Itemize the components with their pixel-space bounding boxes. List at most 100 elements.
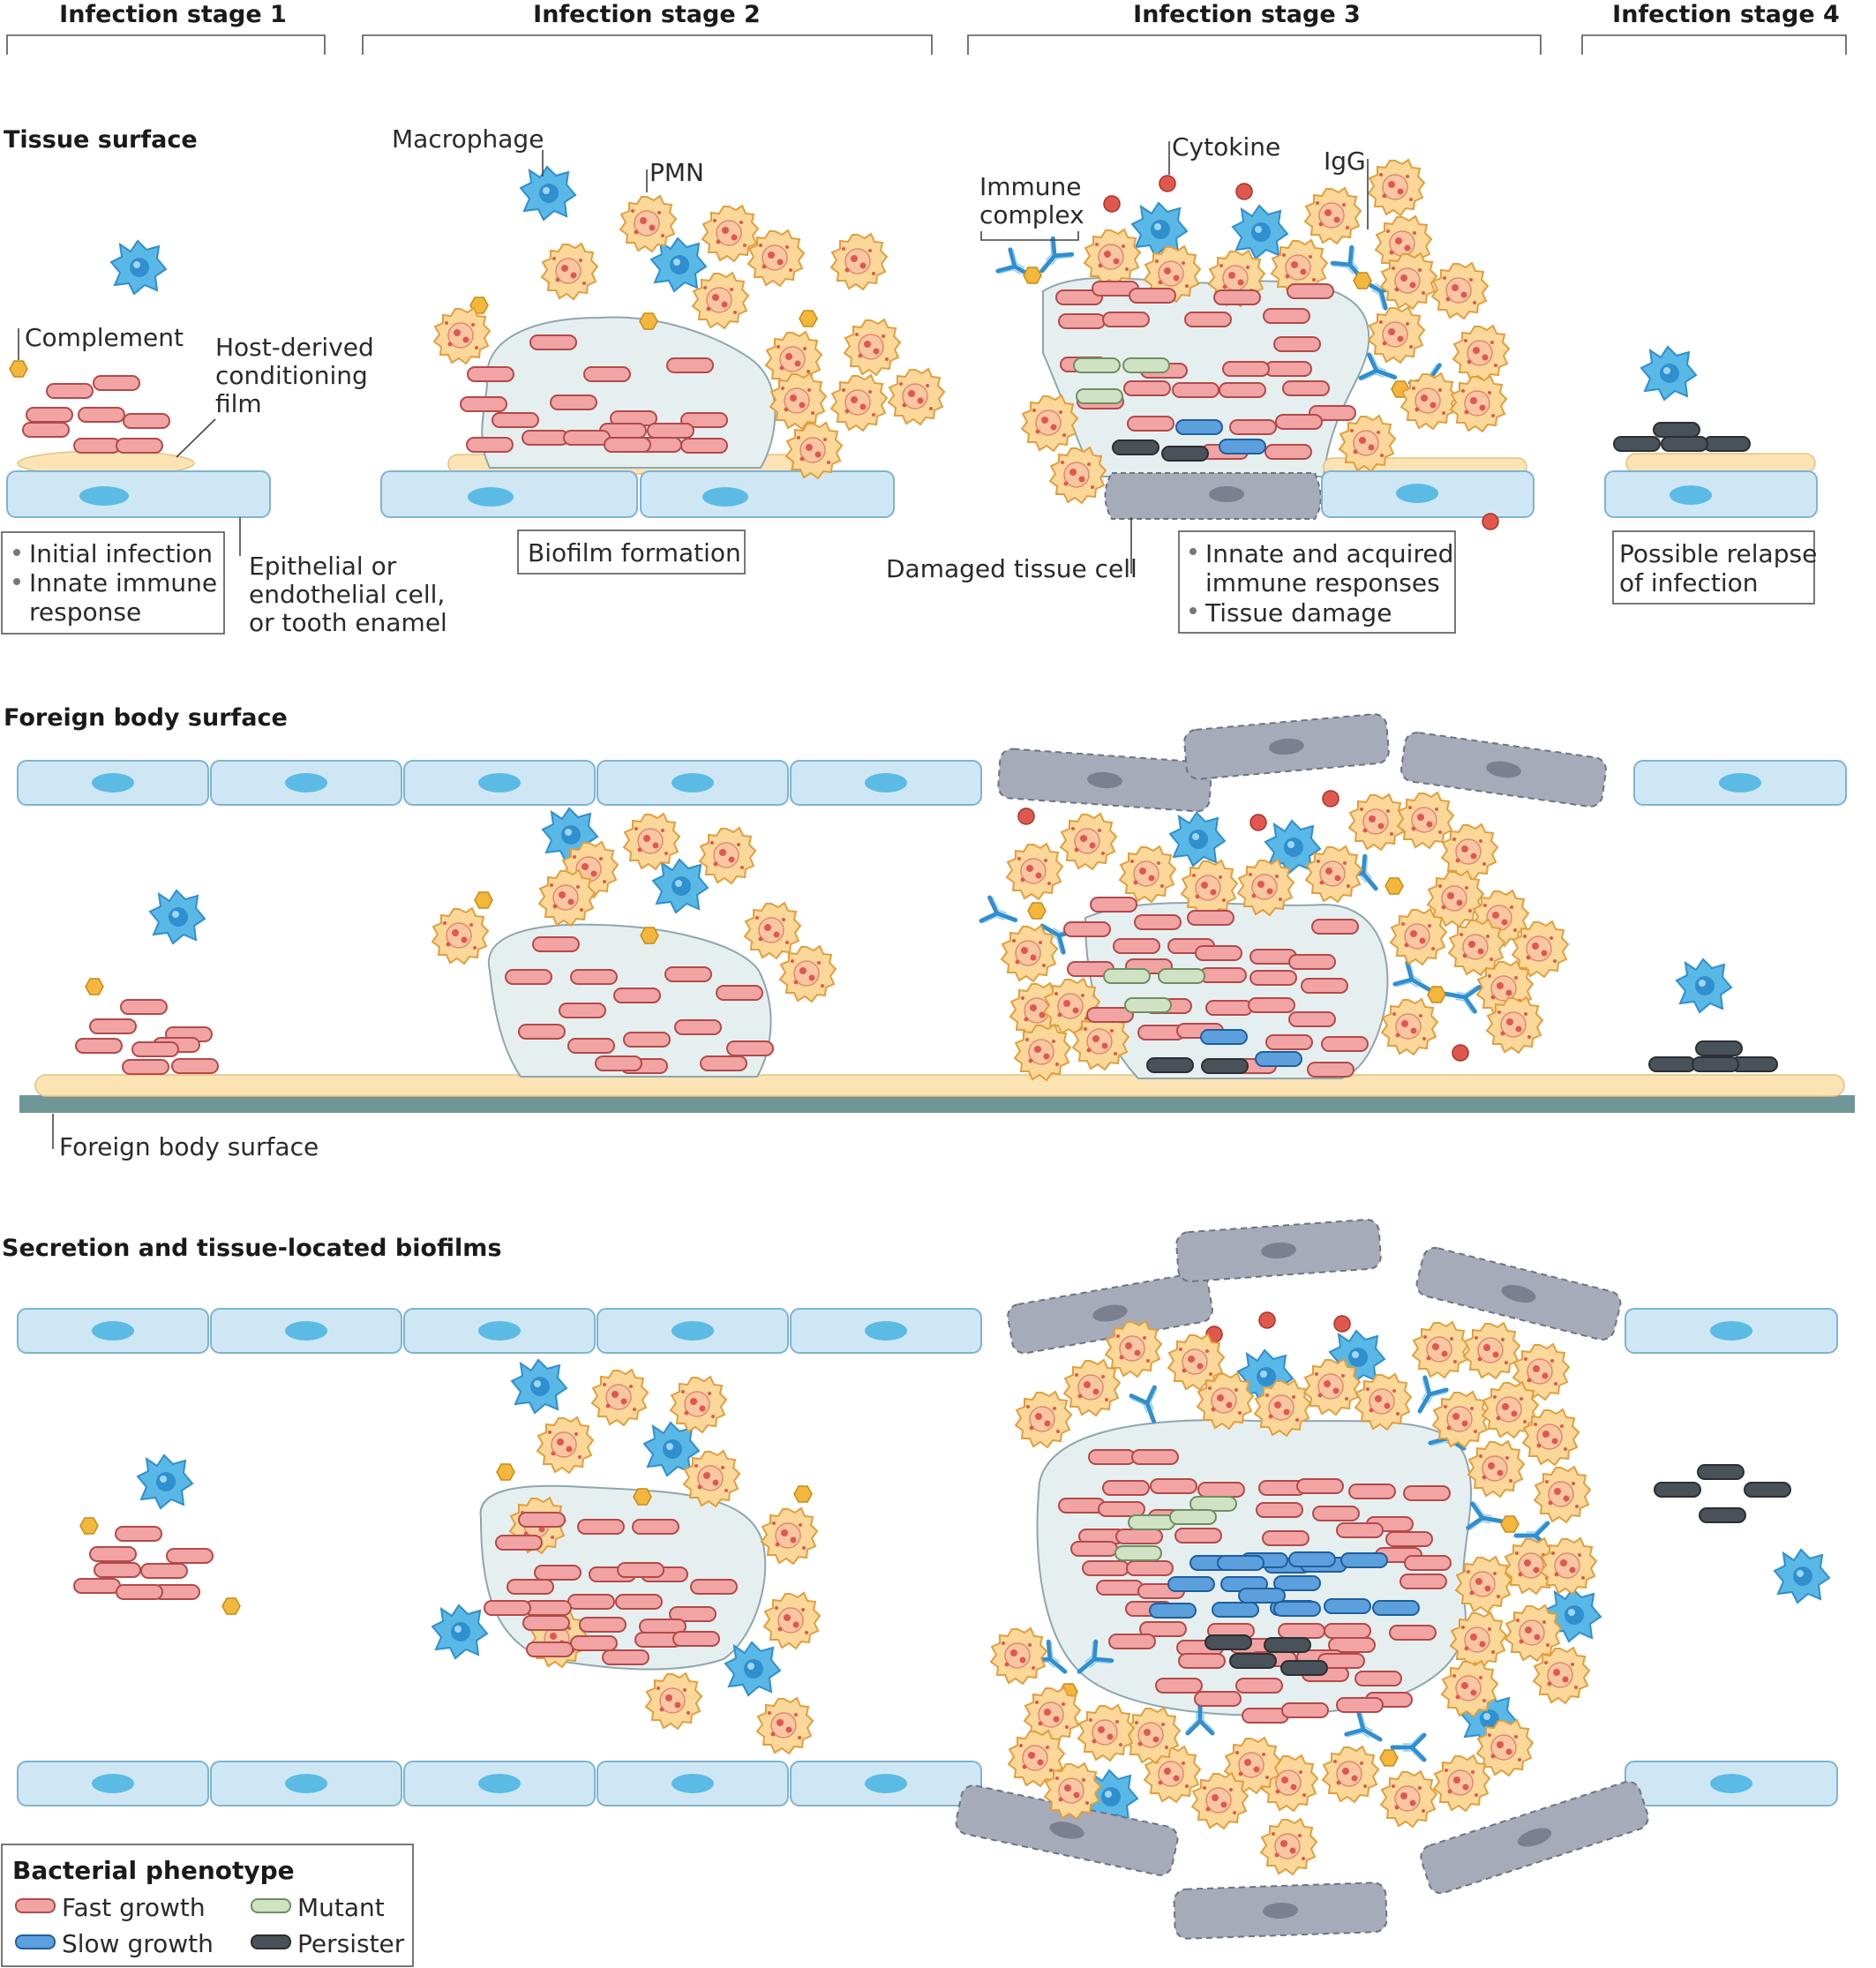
pmn-cell [785,422,843,479]
bacterium-slow-growth [1372,1600,1420,1616]
bacterium-fast-growth [140,1563,188,1579]
label-pmn: PMN [649,158,704,187]
bacterium-fast-growth [526,1641,574,1657]
label-epithelial-2: endothelial cell, [249,580,445,609]
bacterium-fast-growth [1086,1007,1134,1023]
bacterium-fast-growth [615,1594,663,1610]
cytokine-icon [1235,183,1253,200]
bacterium-fast-growth [1389,1625,1437,1641]
bacterium-fast-growth [22,422,70,438]
bacterium-fast-growth [120,999,168,1015]
pmn-cell [1049,447,1107,504]
stage-bracket-3 [967,34,1542,55]
complement-icon [639,312,658,330]
stage-header-4: Infection stage 4 [1612,1,1840,28]
bacterium-slow-growth [1324,1598,1371,1614]
complement-icon [79,1517,99,1535]
bacterium-slow-growth [1149,1603,1197,1619]
complement-icon [496,1463,515,1481]
bacterium-fast-growth [1178,1653,1226,1669]
bacterium-fast-growth [1328,1637,1376,1653]
pmn-cell [1304,187,1362,244]
pmn-cell [1305,845,1362,903]
bacterium-mutant [1158,968,1205,984]
cytokine-icon [1333,1315,1351,1333]
bacterium-persister [1161,446,1209,462]
bacterium-fast-growth [1309,405,1356,421]
bacterium-fast-growth [1139,1621,1187,1637]
bacterium-fast-growth [1150,1478,1197,1494]
stage4-caption-2: of infection [1619,568,1759,597]
bacterium-fast-growth [1070,1541,1118,1557]
bacterium-slow-growth [1255,1051,1302,1067]
pmn-cell [1077,1704,1135,1761]
bacterium-fast-growth [1127,416,1174,432]
stage3-bullet-2: Tissue damage [1204,598,1392,627]
cell-nucleus [285,773,327,792]
pmn-cell [1432,1391,1490,1448]
pmn-cell [645,1672,702,1730]
bacterium-fast-growth [1088,1449,1136,1465]
bacterium-fast-growth [1404,1555,1452,1571]
pmn-cell [541,243,598,300]
macrophage-icon [520,166,576,221]
bacterium-fast-growth [613,988,661,1003]
epithelial-cell [640,470,895,518]
bacterium-fast-growth [1098,1501,1145,1517]
bacterium-persister [1146,1057,1194,1073]
bacterium-fast-growth [1263,308,1310,324]
pmn-cell [1380,1770,1437,1828]
bacterium-fast-growth [550,394,597,410]
bacterium-fast-growth [529,334,577,350]
cell-nucleus [672,773,714,792]
macrophage-icon [1676,958,1732,1013]
pmn-cell [1450,1611,1507,1669]
caption-box-stage-3 [1178,530,1456,634]
macrophage-icon [149,890,206,944]
bacterium-fast-growth [1264,361,1312,377]
bacterium-fast-growth [524,1600,572,1616]
stage-bracket-4 [1581,34,1847,55]
bacterium-fast-growth [495,1535,543,1551]
stage1-bullet-2-cont: response [29,597,141,627]
bacterium-fast-growth [78,407,125,423]
complement-icon [793,1485,813,1503]
bacterium-slow-growth [1273,1601,1321,1617]
bacterium-mutant [1122,357,1170,373]
pmn-cell [1014,1024,1071,1081]
cell-nucleus [92,1321,134,1341]
label-epithelial-3: or tooth enamel [249,608,447,637]
legend: Bacterial phenotype Fast growth Mutant S… [1,1844,414,1967]
pmn-cell [763,1592,821,1649]
bacterium-persister [1229,1653,1277,1669]
bacterium-fast-growth [522,1615,570,1631]
macrophage-icon [1169,812,1226,867]
bacterium-fast-growth [94,1562,141,1578]
cell-nucleus [478,1321,521,1341]
cytokine-icon [1482,513,1499,530]
complement-icon [1027,902,1047,920]
cell-nucleus [865,1321,907,1341]
pmn-cell [1533,1647,1590,1704]
complement-icon [1379,1749,1399,1767]
stage-bracket-1 [6,34,326,55]
bacterium-fast-growth [1264,444,1312,460]
pmn-cell [747,229,805,287]
macrophage-icon [110,240,167,295]
bacterium-fast-growth [75,1038,123,1054]
label-damaged-cell: Damaged tissue cell [886,554,1137,583]
stage-bracket-2 [362,34,933,55]
bacterium-persister [1112,439,1159,455]
damaged-tissue-cell [997,747,1212,813]
bacterium-slow-growth [1200,1029,1248,1045]
bacterium-fast-growth [1324,1623,1371,1639]
foreign-body-surface-bar [19,1095,1855,1113]
bacterium-fast-growth [1213,289,1261,305]
pmn-cell [744,902,801,959]
bacterium-mutant [1124,997,1172,1013]
legend-box [1,1844,414,1967]
legend-swatch-persister [251,1934,291,1949]
bacterium-fast-growth [1131,1449,1179,1465]
bacterium-fast-growth [559,1003,606,1018]
